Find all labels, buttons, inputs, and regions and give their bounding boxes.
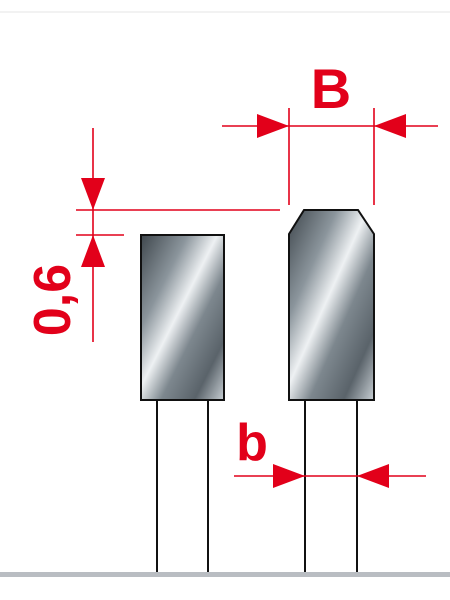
dimension-B: B xyxy=(222,57,438,205)
label-B: B xyxy=(311,57,351,120)
arrow-up-icon xyxy=(81,235,105,267)
baseline xyxy=(0,572,450,577)
dimension-0-6: 0,6 xyxy=(24,128,280,342)
arrow-right-icon xyxy=(257,114,289,138)
dimension-b: b xyxy=(234,414,426,488)
arrow-down-icon xyxy=(81,178,105,210)
arrow-right-icon xyxy=(273,464,305,488)
left-tooth-tip xyxy=(140,234,225,401)
right-tooth-shank xyxy=(304,399,358,576)
arrow-left-icon xyxy=(357,464,389,488)
left-tooth-shank xyxy=(156,399,209,576)
label-0-6: 0,6 xyxy=(24,264,82,336)
arrow-left-icon xyxy=(374,114,406,138)
right-tooth-tip xyxy=(288,209,375,401)
label-b: b xyxy=(236,414,268,472)
